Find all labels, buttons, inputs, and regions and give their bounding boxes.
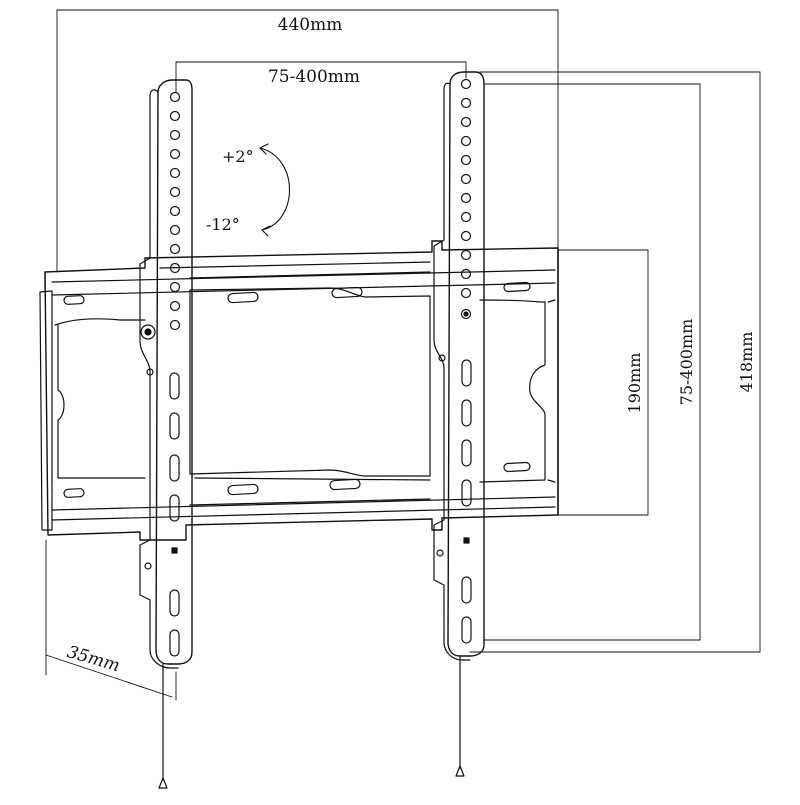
- label-arm-height: 418mm: [737, 332, 756, 393]
- label-overall-width: 440mm: [278, 15, 343, 35]
- label-tilt-down: -12°: [206, 215, 240, 234]
- label-vesa-horizontal: 75-400mm: [268, 67, 360, 87]
- label-tilt-up: +2°: [222, 147, 254, 166]
- left-arm-holes: [169, 91, 181, 331]
- wall-plate: [39, 240, 559, 541]
- left-arm: [139, 79, 193, 789]
- label-vesa-vertical: 75-400mm: [677, 319, 696, 406]
- right-arm-holes: [460, 78, 472, 299]
- tilt-arc: [259, 143, 291, 237]
- right-arm: [433, 71, 485, 777]
- label-wall-plate-height: 190mm: [625, 353, 644, 414]
- dim-line-depth: [45, 654, 173, 698]
- dimension-lines: [45, 9, 761, 701]
